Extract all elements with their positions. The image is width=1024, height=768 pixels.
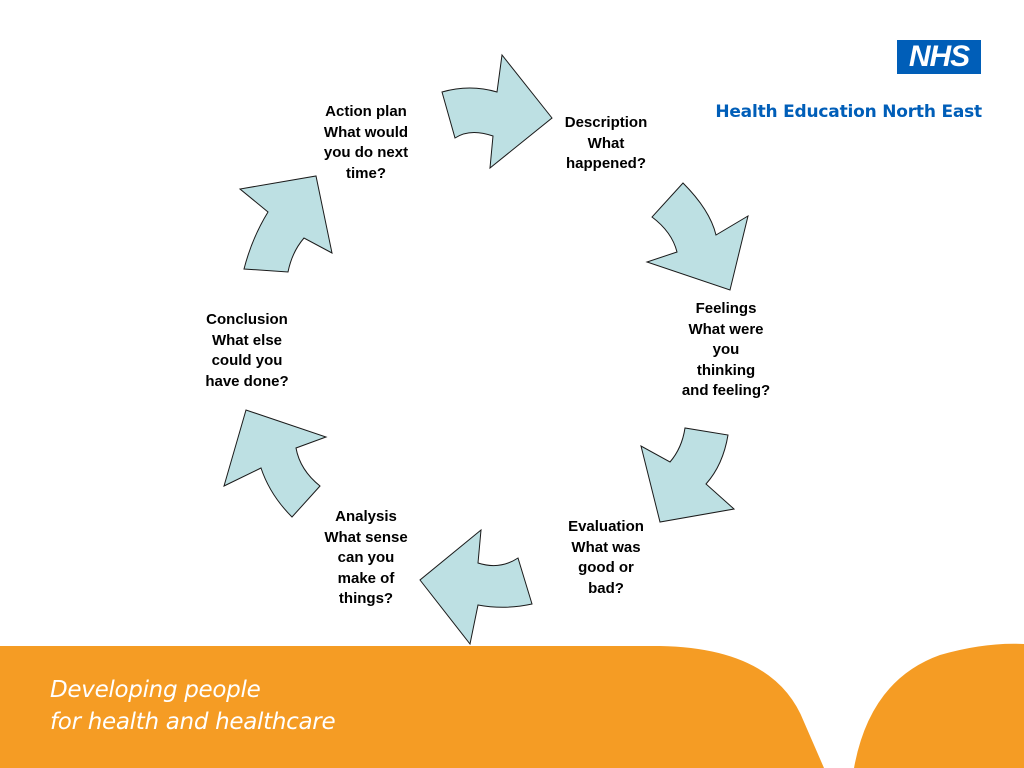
step-conclusion-line: What else bbox=[211, 331, 283, 349]
step-evaluation-line: What was bbox=[571, 538, 641, 556]
step-conclusion: Conclusion What else could you have done… bbox=[187, 310, 307, 392]
step-conclusion-line: could you bbox=[211, 352, 283, 369]
footer-tagline-line2: for health and healthcare bbox=[50, 709, 336, 735]
step-conclusion-line: have done? bbox=[205, 372, 289, 390]
step-action-plan-line: time? bbox=[345, 164, 386, 182]
step-analysis-line: make of bbox=[337, 569, 395, 587]
step-feelings-line: and feeling? bbox=[681, 382, 771, 399]
step-action-plan-line: What would bbox=[323, 123, 409, 141]
step-description-line: What bbox=[587, 134, 625, 152]
step-analysis-line: can you bbox=[337, 549, 395, 566]
step-feelings-line: What were bbox=[688, 320, 764, 338]
step-action-plan: Action plan What would you do next time? bbox=[306, 102, 426, 184]
step-analysis-line: things? bbox=[338, 590, 394, 607]
cycle-arrow-2 bbox=[645, 182, 749, 291]
cycle-arrow-4 bbox=[419, 528, 533, 646]
step-action-plan-line: you do next bbox=[323, 144, 409, 161]
footer-band-shape bbox=[0, 643, 1024, 768]
step-evaluation: Evaluation What was good or bad? bbox=[546, 517, 666, 599]
step-description-line: Description bbox=[564, 114, 648, 131]
step-analysis-line: Analysis bbox=[335, 508, 397, 525]
cycle-arrow-5 bbox=[223, 409, 328, 518]
cycle-arrow-3 bbox=[640, 427, 736, 523]
footer-band bbox=[0, 643, 1024, 768]
step-analysis: Analysis What sense can you make of thin… bbox=[306, 507, 426, 610]
footer-tagline-line1: Developing people bbox=[50, 677, 261, 703]
step-action-plan-line: Action plan bbox=[325, 103, 407, 120]
step-description: Description What happened? bbox=[546, 113, 666, 175]
step-feelings: Feelings What were you thinking and feel… bbox=[666, 299, 786, 402]
cycle-arrow-1 bbox=[441, 53, 553, 170]
step-evaluation-line: bad? bbox=[588, 579, 624, 597]
org-name: Health Education North East bbox=[715, 102, 982, 122]
step-feelings-line: Feelings bbox=[695, 300, 757, 317]
cycle-arrow-6 bbox=[238, 175, 333, 273]
step-evaluation-line: Evaluation bbox=[568, 518, 644, 535]
step-description-line: happened? bbox=[565, 155, 646, 172]
step-feelings-line: you bbox=[712, 341, 740, 358]
step-conclusion-line: Conclusion bbox=[206, 311, 288, 328]
step-evaluation-line: good or bbox=[578, 559, 634, 576]
step-analysis-line: What sense bbox=[324, 528, 408, 546]
nhs-logo: NHS bbox=[897, 40, 981, 74]
step-feelings-line: thinking bbox=[696, 361, 756, 379]
